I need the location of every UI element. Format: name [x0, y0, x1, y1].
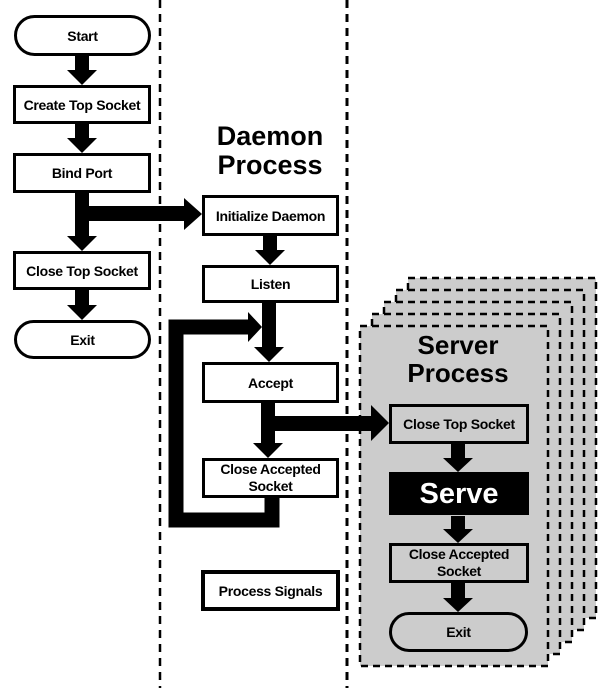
arrow-server-close-top-socket-to-serve: [443, 444, 473, 472]
arrow-create-top-socket-to-bind-port: [67, 124, 97, 153]
daemon-process-title: Daemon Process: [180, 122, 360, 180]
arrow-bind-port-to-close-top-socket: [67, 193, 97, 251]
node-start: Start: [14, 15, 151, 56]
server-process-title-line1: Server: [417, 330, 499, 360]
arrow-serve-to-server-close-accepted-socket: [443, 516, 473, 543]
arrow-start-to-create-top-socket: [67, 55, 97, 85]
arrow-server-close-accepted-socket-to-exit: [443, 583, 473, 612]
arrow-loop-head: [248, 312, 262, 342]
node-serve: Serve: [389, 472, 529, 515]
node-process-signals: Process Signals: [201, 570, 340, 611]
node-server-exit: Exit: [389, 612, 528, 652]
node-close-top-socket: Close Top Socket: [13, 251, 151, 290]
arrow-listen-to-accept: [254, 303, 284, 362]
server-process-title: Server Process: [368, 331, 548, 387]
arrow-accept-to-close-accepted-socket: [253, 403, 283, 458]
arrow-close-top-socket-to-exit: [67, 290, 97, 320]
arrow-initialize-daemon-to-listen: [255, 236, 285, 265]
daemon-process-title-line1: Daemon: [216, 121, 324, 151]
node-accept: Accept: [202, 362, 339, 403]
arrow-accept-to-server-close-top-socket: [268, 405, 389, 441]
daemon-process-title-line2: Process: [217, 150, 323, 180]
arrow-bind-port-to-initialize-daemon: [82, 198, 202, 230]
node-bind-port: Bind Port: [13, 153, 151, 193]
node-create-top-socket: Create Top Socket: [13, 85, 151, 124]
node-server-close-top-socket: Close Top Socket: [389, 404, 529, 444]
node-close-accepted-socket: Close Accepted Socket: [202, 458, 339, 498]
node-server-close-accepted-socket: Close Accepted Socket: [389, 543, 529, 583]
node-initialize-daemon: Initialize Daemon: [202, 195, 339, 236]
node-listen: Listen: [202, 265, 339, 303]
server-process-title-line2: Process: [407, 358, 509, 388]
node-exit: Exit: [14, 320, 151, 359]
